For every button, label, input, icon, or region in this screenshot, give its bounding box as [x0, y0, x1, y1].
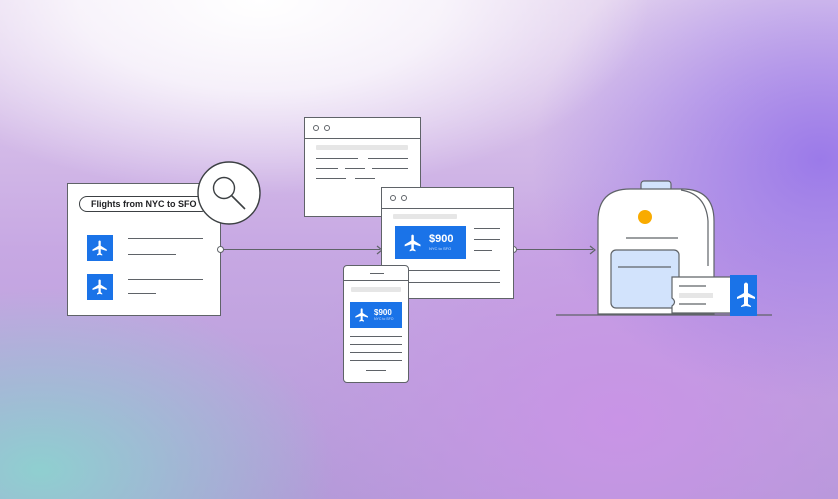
result-2-line	[128, 293, 156, 295]
ad-route: NYC to SFO	[429, 246, 452, 251]
text-line	[350, 344, 402, 346]
magnifier-icon	[197, 161, 261, 225]
mobile-ad-price: $900	[374, 307, 392, 317]
window-titlebar-divider	[382, 208, 513, 210]
text-line	[474, 250, 492, 252]
window-dot	[324, 125, 330, 131]
backpack-icon	[556, 180, 772, 316]
browser-window-back	[304, 117, 421, 217]
window-dot	[401, 195, 407, 201]
result-1-line	[128, 238, 203, 240]
result-1-airplane-icon	[87, 235, 113, 261]
connector-line	[224, 249, 380, 251]
text-line	[395, 270, 500, 272]
text-line	[355, 178, 375, 180]
text-line	[366, 370, 386, 372]
mobile-ad-route: NYC to SFO	[374, 316, 394, 321]
text-line	[368, 158, 408, 160]
text-line	[350, 352, 402, 354]
placeholder-line	[393, 214, 457, 219]
result-2-airplane-icon	[87, 274, 113, 300]
search-query-pill[interactable]: Flights from NYC to SFO	[79, 196, 209, 212]
result-1-line	[128, 254, 176, 256]
phone-top-divider	[344, 280, 408, 282]
result-2-line	[128, 279, 203, 281]
search-results-card: Flights from NYC to SFO	[67, 183, 221, 316]
phone-speaker	[370, 273, 384, 275]
text-line	[395, 282, 500, 284]
text-line	[350, 360, 402, 362]
mobile-flight-ad[interactable]: $900 NYC to SFO	[350, 302, 402, 328]
text-line	[474, 228, 500, 230]
text-line	[316, 168, 338, 170]
airplane-icon	[355, 308, 368, 322]
text-line	[350, 336, 402, 338]
window-dot	[313, 125, 319, 131]
text-line	[372, 168, 408, 170]
flight-ad-banner[interactable]: $900 NYC to SFO	[395, 226, 466, 259]
text-line	[474, 239, 500, 241]
window-dot	[390, 195, 396, 201]
connector-line	[517, 249, 593, 251]
text-line	[316, 158, 358, 160]
airplane-icon	[404, 234, 421, 251]
placeholder-line	[351, 287, 401, 292]
connector-node	[217, 246, 224, 253]
browser-window-front: $900 NYC to SFO	[381, 187, 514, 299]
text-line	[345, 168, 365, 170]
text-line	[316, 178, 346, 180]
arrow-head	[589, 245, 596, 255]
placeholder-line	[316, 145, 408, 150]
window-titlebar-divider	[305, 138, 420, 140]
mobile-phone: $900 NYC to SFO	[343, 265, 409, 383]
ad-price: $900	[429, 233, 454, 245]
